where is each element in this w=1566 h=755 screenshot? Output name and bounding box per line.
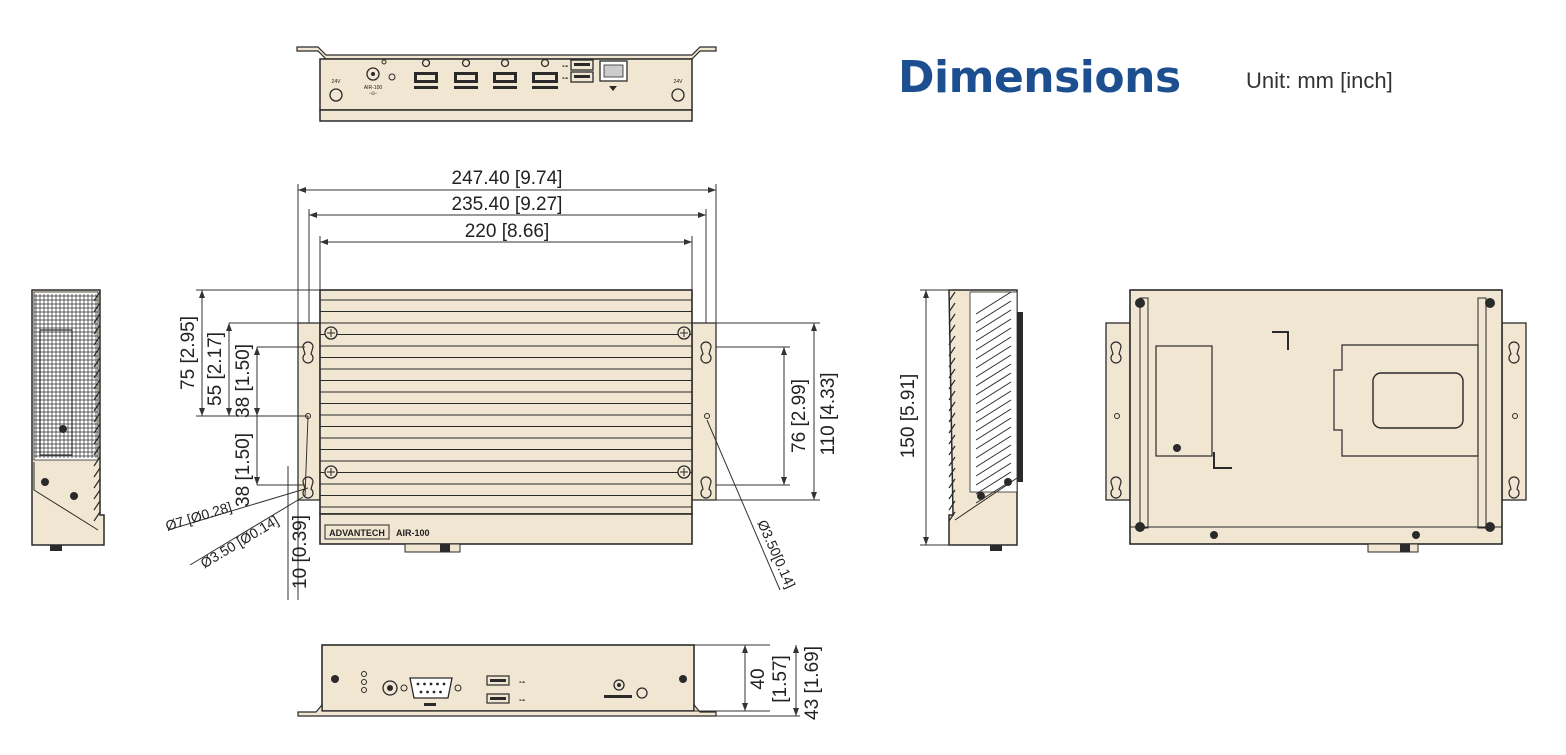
dim-slot: Ø7 [Ø0.28]: [163, 499, 233, 534]
dim-h40: 40: [748, 668, 769, 689]
svg-text:AIR-100: AIR-100: [364, 85, 383, 91]
dim-h38-bottom: 38 [1.50]: [233, 433, 254, 507]
rear-panel-view: 24V AIR-100 ◦⊙◦: [296, 46, 717, 122]
dim-depth150: 150 [5.91]: [898, 374, 919, 459]
svg-text:⊶: ⊶: [519, 698, 525, 704]
dim-width-overall: 247.40 [9.74]: [452, 168, 563, 189]
dim-flange: 10 [0.39]: [290, 515, 311, 589]
svg-text:◦⊙◦: ◦⊙◦: [369, 91, 377, 97]
dim-hole-right: Ø3.50[0.14]: [754, 517, 798, 590]
svg-text:⊶: ⊶: [562, 64, 568, 70]
dim-width-body: 220 [8.66]: [465, 221, 550, 242]
svg-text:24V: 24V: [332, 79, 342, 85]
dim-h55: 55 [2.17]: [205, 332, 226, 406]
svg-text:24V: 24V: [674, 79, 684, 85]
dim-hole-left: Ø3.50 [Ø0.14]: [198, 512, 282, 571]
brand-logo: ADVANTECH: [329, 528, 385, 538]
dim-width-mount: 235.40 [9.27]: [452, 194, 563, 215]
right-side-view: [920, 289, 1023, 551]
bottom-view: [1105, 289, 1527, 553]
dimension-lines: [167, 184, 820, 600]
dim-h43: 43 [1.69]: [802, 646, 823, 720]
svg-text:⊶: ⊶: [562, 76, 568, 82]
dim-h40-inch: [1.57]: [770, 655, 791, 703]
dim-h38-top: 38 [1.50]: [233, 344, 254, 418]
front-panel-view: ⊶ ⊶: [297, 644, 800, 717]
svg-text:⊶: ⊶: [519, 680, 525, 686]
left-side-view: [31, 289, 105, 551]
unit-label: Unit: mm [inch]: [1246, 68, 1393, 93]
top-view: ADVANTECH AIR-100: [297, 289, 717, 553]
dim-h110: 110 [4.33]: [818, 372, 839, 455]
dim-h76: 76 [2.99]: [789, 379, 810, 453]
model-label: AIR-100: [396, 528, 430, 538]
page-title: Dimensions: [898, 52, 1181, 103]
dim-h75: 75 [2.95]: [178, 316, 199, 390]
